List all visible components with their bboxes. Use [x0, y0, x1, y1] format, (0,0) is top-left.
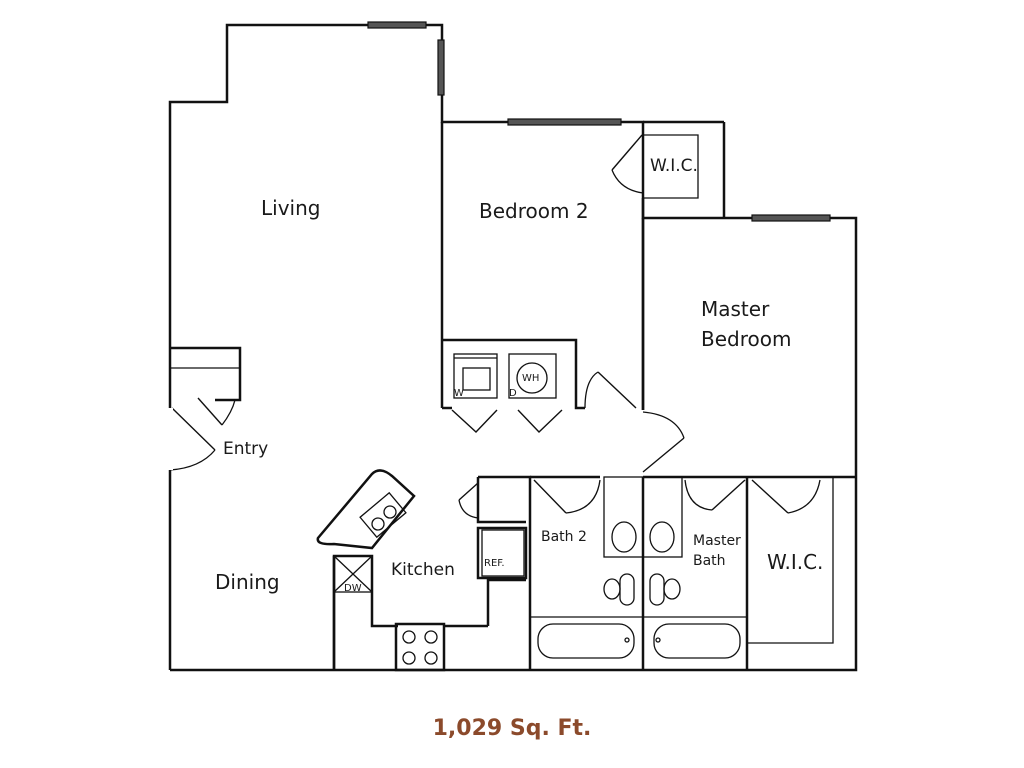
square-footage: 1,029 Sq. Ft.: [432, 716, 592, 741]
room-label-master-bedroom-line2: Bedroom: [701, 327, 792, 351]
window: [437, 39, 445, 96]
fixture-label-washer: W: [454, 388, 464, 399]
room-label-kitchen: Kitchen: [391, 560, 455, 580]
room-label-master-bath-line2: Bath: [693, 553, 726, 569]
room-label-wic-right: W.I.C.: [767, 550, 824, 574]
room-label-dining: Dining: [215, 570, 280, 594]
fixture-label-water-heater: WH: [522, 373, 540, 384]
window: [751, 214, 831, 222]
window: [367, 21, 427, 29]
room-label-master-bedroom-line1: Master: [701, 297, 770, 321]
fixture-label-refrigerator: REF.: [484, 558, 505, 569]
room-label-living: Living: [261, 196, 321, 220]
fixture-label-dishwasher: DW: [344, 583, 362, 594]
room-label-master-bath-line1: Master: [693, 533, 741, 549]
room-label-wic-top: W.I.C.: [650, 156, 698, 176]
room-label-entry: Entry: [223, 439, 269, 459]
room-label-bedroom-2: Bedroom 2: [479, 199, 589, 223]
window: [507, 118, 622, 126]
fixture-label-dryer: D: [509, 388, 517, 399]
room-label-bath-2: Bath 2: [541, 529, 587, 545]
